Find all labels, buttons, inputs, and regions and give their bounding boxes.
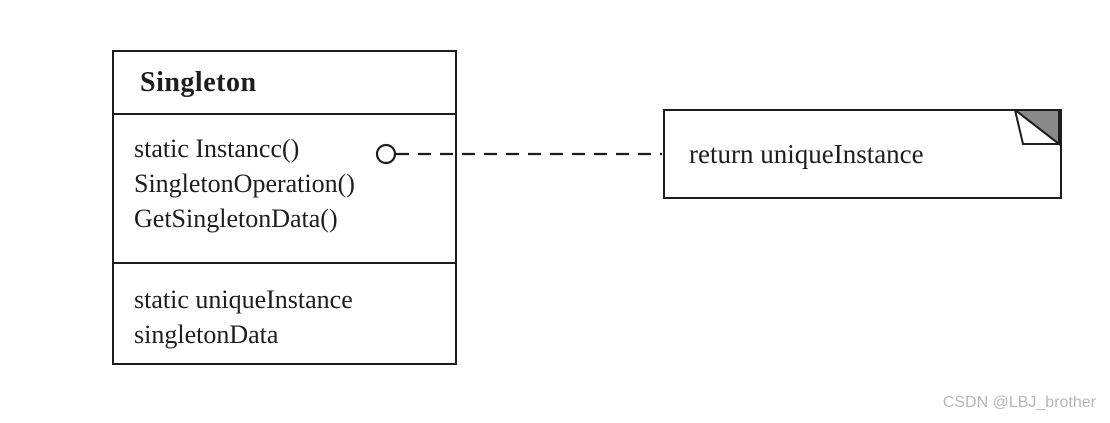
watermark: CSDN @LBJ_brother <box>942 394 1096 411</box>
uml-class-box: Singleton static Instancc() SingletonOpe… <box>112 50 457 365</box>
class-title: Singleton <box>140 66 257 98</box>
method-item: static Instancc() <box>134 134 300 163</box>
uml-note-box: return uniqueInstance <box>663 109 1062 199</box>
attribute-item: static uniqueInstance <box>134 285 353 314</box>
class-attributes-compartment: static uniqueInstance singletonData <box>114 264 455 352</box>
method-item: SingletonOperation() <box>134 169 355 198</box>
note-text: return uniqueInstance <box>689 138 924 169</box>
note-fold-icon <box>1012 109 1062 147</box>
method-item: GetSingletonData() <box>134 204 338 233</box>
attribute-item: singletonData <box>134 320 279 349</box>
class-methods-compartment: static Instancc() SingletonOperation() G… <box>114 115 455 264</box>
class-title-compartment: Singleton <box>114 52 455 115</box>
